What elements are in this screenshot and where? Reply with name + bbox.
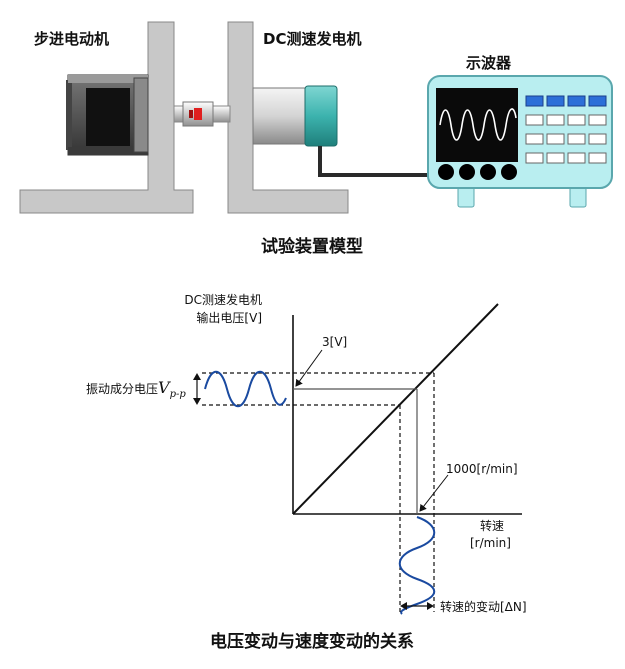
oscilloscope-screen [436, 88, 518, 162]
apparatus: 步进电动机 DC测速发电机 示波器 试验装置模型 [19, 21, 613, 257]
amplitude-label-text: 振动成分电压 [86, 382, 158, 396]
voltage-marker-label: 3[V] [322, 335, 347, 349]
speed-variation-label: 转速的变动[ΔN] [440, 599, 527, 614]
apparatus-caption: 试验装置模型 [261, 236, 363, 257]
oscilloscope-buttons [525, 95, 607, 164]
signal-cable [318, 146, 440, 177]
x-axis-label-line1: 转速 [480, 518, 504, 533]
amplitude-symbol: V [158, 378, 171, 397]
oscilloscope-label: 示波器 [466, 54, 512, 72]
oscilloscope-knobs [438, 164, 517, 180]
speed-marker-pointer [419, 474, 449, 512]
graph-caption: 电压变动与速度变动的关系 [210, 631, 414, 652]
dc-tacho-generator [252, 85, 338, 147]
voltage-waveform [204, 370, 287, 408]
stepper-motor-label: 步进电动机 [34, 30, 109, 48]
screen-waveform [439, 108, 517, 141]
amplitude-subscript: p-p [170, 389, 187, 400]
amplitude-label: 振动成分电压Vp-p [86, 378, 186, 400]
oscilloscope [427, 75, 613, 208]
tacho-frame [227, 21, 349, 214]
stepper-motor [66, 74, 149, 156]
dc-tacho-label: DC测速发电机 [263, 30, 361, 48]
stepper-motor-frame [19, 21, 194, 214]
y-axis-label-line2: 输出电压[V] [196, 310, 262, 325]
speed-waveform [398, 516, 436, 615]
coupling [182, 101, 214, 127]
y-axis-label-line1: DC测速发电机 [184, 292, 262, 307]
graph: DC测速发电机 输出电压[V] 转速 [r/min] 3[V] 1000[r/m… [86, 292, 527, 652]
x-axis-label-line2: [r/min] [470, 536, 511, 550]
voltage-marker-pointer [295, 349, 323, 387]
speed-marker-label: 1000[r/min] [446, 462, 518, 476]
characteristic-line [292, 303, 499, 515]
